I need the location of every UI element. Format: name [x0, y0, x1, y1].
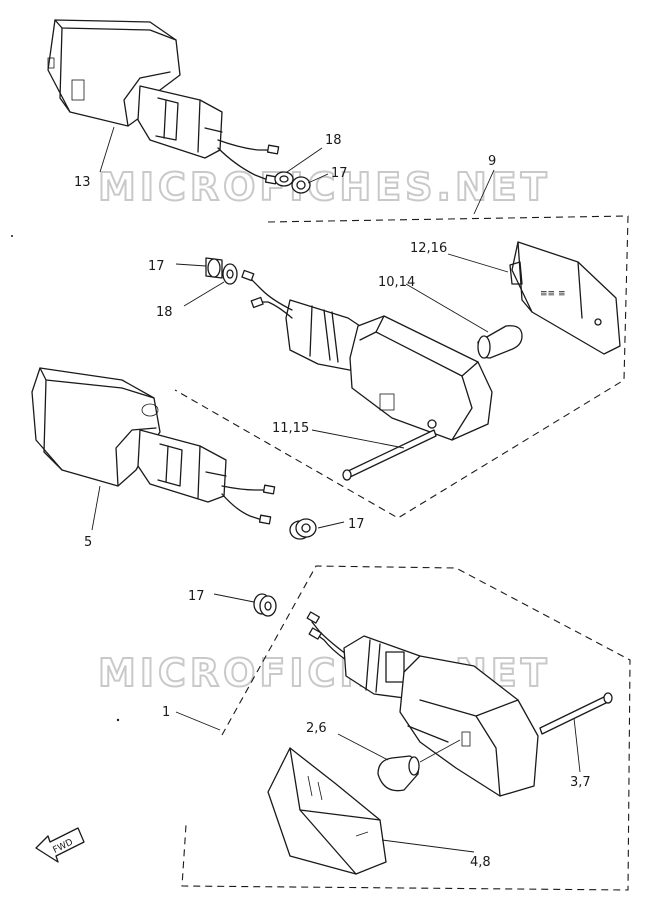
screw-3-7	[539, 692, 613, 735]
turn-signal-5	[31, 367, 317, 540]
callout-18-left: 18	[156, 305, 173, 320]
fwd-arrow-icon: FWD	[35, 827, 85, 863]
callout-4-8: 4,8	[470, 855, 491, 870]
nut-17-bottom	[253, 593, 277, 617]
callout-17: 17	[331, 166, 348, 181]
callout-11-15: 11,15	[272, 421, 309, 436]
callout-9: 9	[488, 154, 496, 169]
callout-3-7: 3,7	[570, 775, 591, 790]
callout-17-bottom: 17	[188, 589, 205, 604]
callout-1: 1	[162, 705, 170, 720]
callout-5: 5	[84, 535, 92, 550]
lens-12-16: ≡≡ ≡	[509, 241, 621, 355]
group-9-outline	[174, 215, 629, 519]
turn-signal-13	[47, 19, 311, 194]
stray-mark	[11, 235, 13, 237]
lens-4-8	[267, 747, 387, 875]
watermark-top: MICROFICHES.NET	[98, 165, 551, 209]
bulb-2-6	[377, 739, 461, 792]
svg-text:≡≡ ≡: ≡≡ ≡	[540, 289, 565, 299]
callout-17-mid: 17	[348, 517, 365, 532]
turn-signal-body-1	[306, 611, 539, 797]
stray-mark	[116, 718, 120, 722]
callout-13: 13	[74, 175, 91, 190]
bulb-10-14	[477, 325, 523, 359]
group-1-outline	[181, 565, 631, 891]
turn-signal-body-9	[205, 257, 493, 441]
callout-10-14: 10,14	[378, 275, 415, 290]
callout-2-6: 2,6	[306, 721, 327, 736]
callout-17-left: 17	[148, 259, 165, 274]
screw-11-15	[342, 429, 437, 481]
callout-12-16: 12,16	[410, 241, 447, 256]
callout-18: 18	[325, 133, 342, 148]
